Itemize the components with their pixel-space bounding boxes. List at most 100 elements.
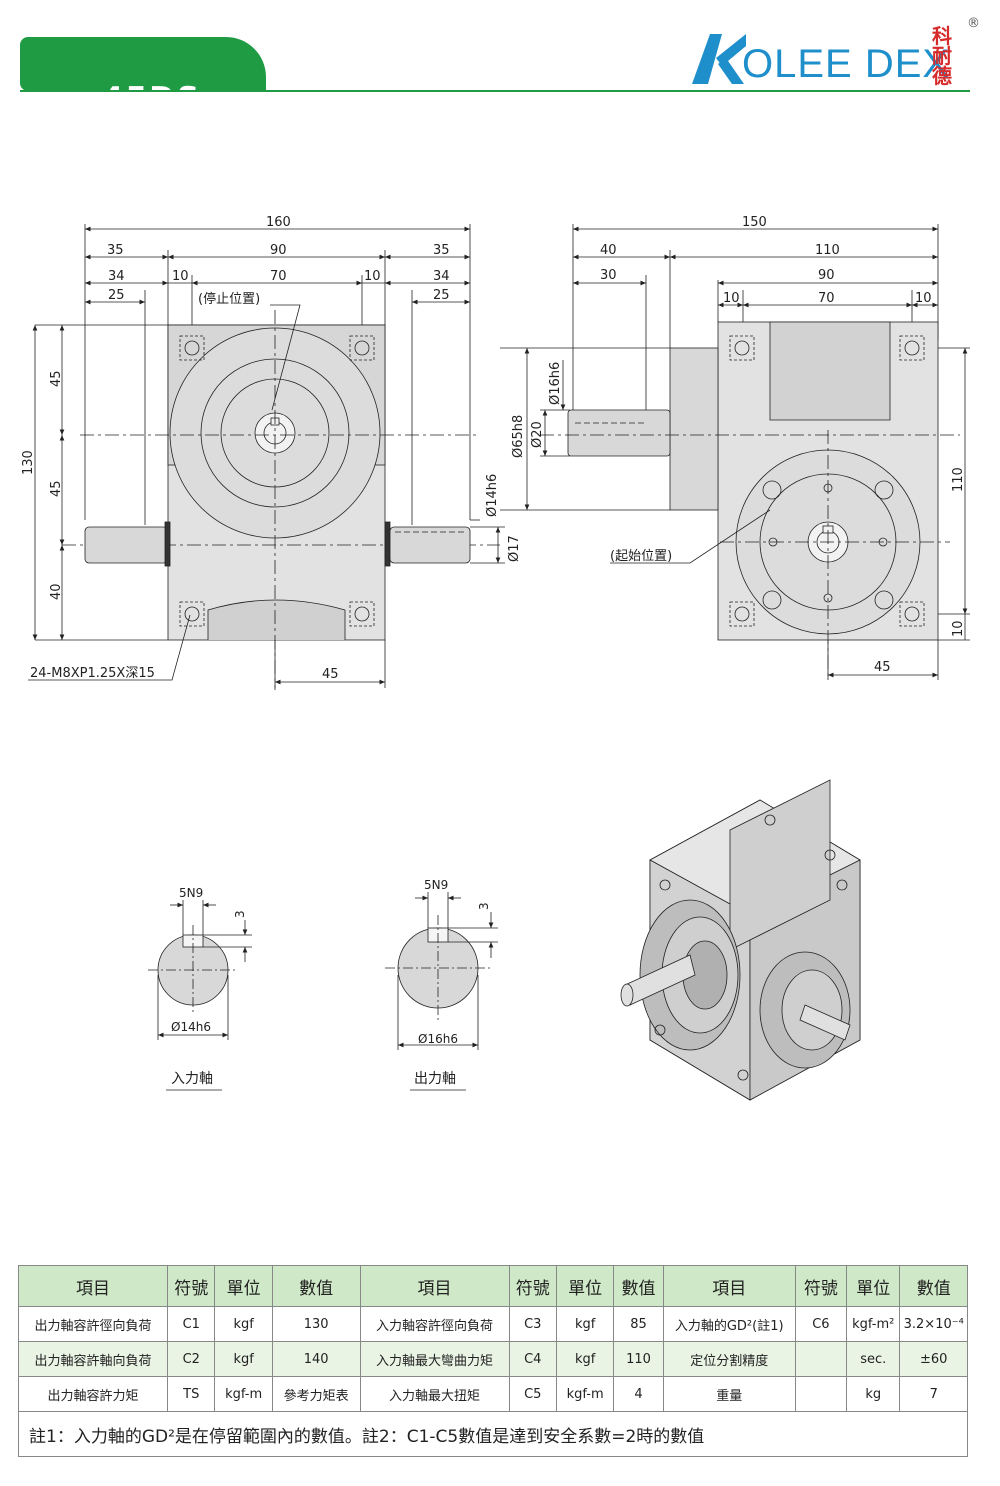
stop-position-label: (停止位置) <box>198 291 260 307</box>
cell: kgf <box>555 1341 615 1377</box>
input-shaft-section <box>148 900 252 1091</box>
table-row: 出力軸容許徑向負荷 C1 kgf 130 入力軸容許徑向負荷 C3 kgf 85… <box>17 1306 968 1342</box>
start-position-label: (起始位置) <box>610 549 672 564</box>
header-value-2: 數值 <box>613 1265 664 1307</box>
brand-logo: OLEE DEX 科耐德 ® <box>688 16 988 88</box>
input-key-width: 5N9 <box>179 886 203 900</box>
output-shaft-section <box>385 892 498 1091</box>
output-key-depth: 3 <box>477 902 491 910</box>
hole-note: 24-M8XP1.25X深15 <box>30 666 155 681</box>
brand-chinese: 科耐德 <box>932 24 952 88</box>
input-diameter: Ø14h6 <box>171 1020 211 1034</box>
cell: 140 <box>271 1341 361 1377</box>
front-view <box>28 224 505 690</box>
header-unit-2: 單位 <box>555 1265 615 1307</box>
dim-side-bottom-45: 45 <box>874 660 891 675</box>
header-item-3: 項目 <box>662 1265 796 1307</box>
cell <box>794 1341 848 1377</box>
cell: 3.2×10⁻⁴ <box>899 1306 968 1342</box>
brand-name: OLEE DEX <box>742 42 951 86</box>
cell: 入力軸最大彎曲力矩 <box>359 1341 510 1377</box>
dim-front-17: Ø17 <box>507 535 522 562</box>
cell: 入力軸容許徑向負荷 <box>359 1306 510 1342</box>
cell: kgf-m <box>214 1376 273 1412</box>
output-shaft-label: 出力軸 <box>414 1071 456 1087</box>
header-item-2: 項目 <box>359 1265 510 1307</box>
side-dimension-labels: 150 40 110 30 90 10 70 10 Ø16h6 Ø20 Ø65h… <box>511 215 966 675</box>
isometric-view <box>620 779 861 1101</box>
front-bolts <box>179 335 375 627</box>
cell: kgf <box>555 1306 615 1342</box>
dim-front-130: 130 <box>21 450 36 475</box>
dim-front-34-right: 34 <box>433 269 450 284</box>
output-key-width: 5N9 <box>424 878 448 892</box>
cell: sec. <box>846 1341 901 1377</box>
cell: C3 <box>508 1306 557 1342</box>
dim-side-16h6: Ø16h6 <box>548 362 563 405</box>
dim-side-30: 30 <box>600 268 617 283</box>
dim-front-70: 70 <box>270 269 287 284</box>
dim-front-160: 160 <box>266 215 291 230</box>
cell: 7 <box>899 1376 968 1412</box>
cell: 參考力矩表 <box>271 1376 361 1412</box>
shaft-labels: 5N9 3 Ø14h6 入力軸 5N9 3 Ø16h6 出力軸 <box>171 878 491 1087</box>
table-header-row: 項目 符號 單位 數值 項目 符號 單位 數值 項目 符號 單位 數值 <box>17 1265 968 1307</box>
model-title: 45DS <box>102 81 202 117</box>
side-view <box>500 224 970 680</box>
dim-side-110: 110 <box>815 243 840 258</box>
cell: kg <box>846 1376 901 1412</box>
dim-front-34-left: 34 <box>108 269 125 284</box>
dim-front-25-left: 25 <box>108 288 125 303</box>
table-row: 出力軸容許力矩 TS kgf-m 參考力矩表 入力軸最大扭矩 C5 kgf-m … <box>17 1376 968 1412</box>
cell: ±60 <box>899 1341 968 1377</box>
dim-front-40: 40 <box>49 583 64 600</box>
cell: kgf <box>214 1341 273 1377</box>
table-note-row: 註1：入力軸的GD²是在停留範圍內的數值。註2：C1-C5數值是達到安全系數=2… <box>18 1411 968 1457</box>
dim-front-10-left: 10 <box>172 269 189 284</box>
header-value-3: 數值 <box>899 1265 968 1307</box>
header-symbol-2: 符號 <box>508 1265 557 1307</box>
cell: 入力軸的GD²(註1) <box>662 1306 796 1342</box>
dim-front-35-right: 35 <box>433 243 450 258</box>
cell: C2 <box>167 1341 216 1377</box>
header-unit-3: 單位 <box>846 1265 901 1307</box>
dim-side-90: 90 <box>818 268 835 283</box>
dim-side-70: 70 <box>818 291 835 306</box>
header-symbol-3: 符號 <box>794 1265 848 1307</box>
cell: 出力軸容許力矩 <box>17 1376 169 1412</box>
header-item-1: 項目 <box>17 1265 169 1307</box>
header-unit-1: 單位 <box>214 1265 273 1307</box>
table-row: 出力軸容許軸向負荷 C2 kgf 140 入力軸最大彎曲力矩 C4 kgf 11… <box>17 1341 968 1377</box>
cell: kgf-m <box>555 1376 615 1412</box>
registered-mark: ® <box>967 16 980 31</box>
header-value-1: 數值 <box>271 1265 361 1307</box>
front-dimension-labels: 160 35 90 35 34 10 70 10 34 25 25 (停止位置)… <box>21 215 522 682</box>
dim-front-25-right: 25 <box>433 288 450 303</box>
dim-front-10-right: 10 <box>364 269 381 284</box>
dim-side-10-right: 10 <box>915 291 932 306</box>
dim-side-10-left: 10 <box>723 291 740 306</box>
table-note: 註1：入力軸的GD²是在停留範圍內的數值。註2：C1-C5數值是達到安全系數=2… <box>18 1411 968 1457</box>
input-key-depth: 3 <box>233 910 247 918</box>
dim-side-40: 40 <box>600 243 617 258</box>
k-logo-icon <box>692 34 746 84</box>
cell: 重量 <box>662 1376 796 1412</box>
output-diameter: Ø16h6 <box>418 1032 458 1046</box>
cell: 入力軸最大扭矩 <box>359 1376 510 1412</box>
technical-drawing: 160 35 90 35 34 10 70 10 34 25 25 (停止位置)… <box>21 215 970 1101</box>
dim-front-35-left: 35 <box>107 243 124 258</box>
cell: kgf-m² <box>846 1306 901 1342</box>
dim-side-150: 150 <box>742 215 767 230</box>
cell <box>794 1376 848 1412</box>
cell: kgf <box>214 1306 273 1342</box>
cell: C4 <box>508 1341 557 1377</box>
spec-table: 項目 符號 單位 數值 項目 符號 單位 數值 項目 符號 單位 數值 出力軸容… <box>17 1265 968 1457</box>
dim-side-110-vertical: 110 <box>951 467 966 492</box>
dim-front-45-mid: 45 <box>49 480 64 497</box>
dim-front-14h6: Ø14h6 <box>485 474 500 517</box>
cell: 出力軸容許軸向負荷 <box>17 1341 169 1377</box>
cell: C5 <box>508 1376 557 1412</box>
cell: C1 <box>167 1306 216 1342</box>
model-tab: 45DS <box>20 37 266 117</box>
header-rule <box>20 90 970 92</box>
